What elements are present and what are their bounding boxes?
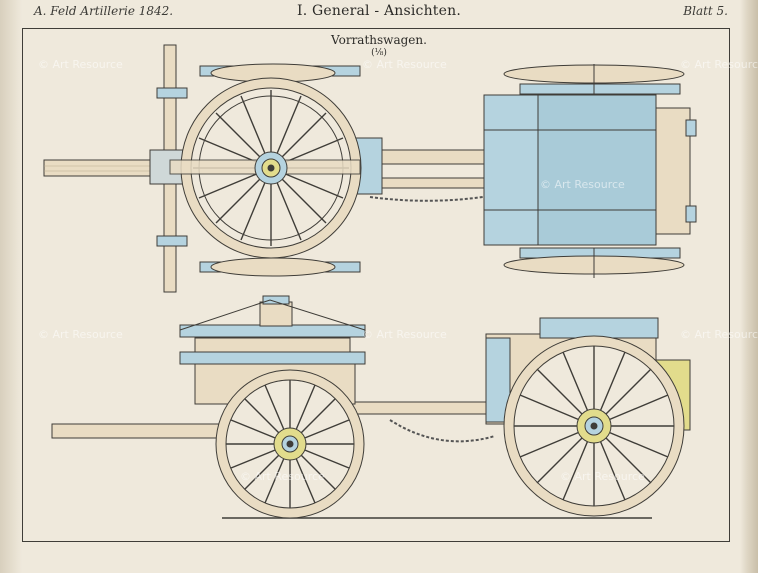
top-view	[43, 44, 697, 293]
plate-scale: (⅛)	[371, 48, 387, 58]
watermark: © Art Resource	[362, 58, 447, 71]
watermark: © Art Resource	[680, 328, 758, 341]
watermark: © Art Resource	[362, 328, 447, 341]
header-sheet-number: Blatt 5.	[683, 4, 728, 18]
side-pole	[51, 423, 225, 439]
chain-side	[389, 419, 496, 443]
page-edge-right	[740, 0, 758, 573]
plate-title: Vorrathswagen.	[331, 33, 427, 47]
watermark: © Art Resource	[560, 470, 645, 483]
front-wheel-side-view	[215, 369, 365, 519]
header-section-title: I. General - Ansichten.	[297, 3, 461, 19]
watermark: © Art Resource	[240, 470, 325, 483]
watermark: © Art Resource	[680, 58, 758, 71]
plate-frame	[22, 28, 730, 542]
side-view	[51, 295, 691, 519]
watermark: © Art Resource	[540, 178, 625, 191]
chain-top	[369, 195, 491, 202]
front-wheel-top-view	[169, 77, 362, 259]
page-edge-left	[0, 0, 22, 573]
watermark: © Art Resource	[38, 328, 123, 341]
watermark: © Art Resource	[38, 58, 123, 71]
rear-wheel-side-view	[503, 335, 685, 517]
header-series-title: A. Feld Artillerie 1842.	[34, 4, 174, 18]
